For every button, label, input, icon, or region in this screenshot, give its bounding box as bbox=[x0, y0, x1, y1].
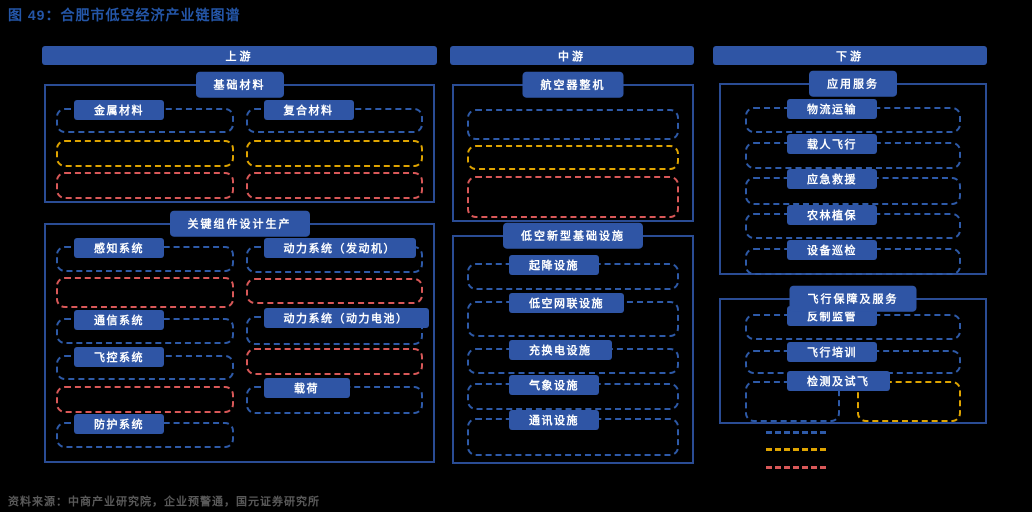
legend-yellow-dashed-line bbox=[766, 448, 826, 451]
basic-materials-title: 基础材料 bbox=[195, 71, 284, 98]
takeoff-landing-facility-label: 起降设施 bbox=[509, 255, 599, 275]
figure-title: 图 49：合肥市低空经济产业链图谱 bbox=[8, 7, 241, 23]
emergency-rescue-box: 应急救援 bbox=[745, 169, 961, 205]
logistics-transport-label: 物流运输 bbox=[787, 99, 877, 119]
composite-materials-label: 复合材料 bbox=[263, 100, 354, 120]
equipment-inspection-label: 设备巡检 bbox=[787, 240, 877, 260]
complete-aircraft-title: 航空器整机 bbox=[522, 71, 624, 98]
aircraft-red-box bbox=[467, 176, 679, 218]
communication-facility-label: 通讯设施 bbox=[509, 410, 599, 430]
metal-materials-yellow-box bbox=[56, 140, 234, 167]
power-system-battery-label: 动力系统（动力电池） bbox=[263, 308, 429, 328]
weather-facility-box: 气象设施 bbox=[467, 375, 679, 410]
counter-regulation-box: 反制监管 bbox=[745, 306, 961, 340]
flight-support-title: 飞行保障及服务 bbox=[789, 285, 917, 312]
section-flight-support: 飞行保障及服务 反制监管 飞行培训 检测及试飞 bbox=[719, 285, 987, 424]
power-system-battery-box: 动力系统（动力电池） bbox=[245, 308, 429, 345]
communication-system-label: 通信系统 bbox=[74, 310, 164, 330]
flight-training-label: 飞行培训 bbox=[787, 342, 877, 362]
metal-materials-red-box bbox=[56, 172, 234, 199]
payload-label: 载荷 bbox=[263, 378, 350, 398]
legend-red-dashed-line bbox=[766, 466, 826, 469]
section-application-services: 应用服务 物流运输 载人飞行 应急救援 农林植保 设备巡检 bbox=[719, 70, 987, 275]
sensing-system-label: 感知系统 bbox=[74, 238, 164, 258]
flight-control-system-box: 飞控系统 bbox=[56, 347, 234, 380]
metal-materials-label: 金属材料 bbox=[74, 100, 164, 120]
network-facility-label: 低空网联设施 bbox=[509, 293, 624, 313]
midstream-header-bar: 中游 bbox=[450, 46, 694, 65]
downstream-header-bar: 下游 bbox=[713, 46, 987, 65]
metal-materials-blue-box: 金属材料 bbox=[56, 100, 234, 133]
testing-yellow-box bbox=[857, 381, 961, 422]
testing-test-flight-row: 检测及试飞 bbox=[745, 371, 961, 422]
takeoff-landing-facility-box: 起降设施 bbox=[467, 255, 679, 290]
section-new-infrastructure: 低空新型基础设施 起降设施 低空网联设施 充换电设施 气象设施 通讯设施 bbox=[452, 222, 694, 464]
composite-materials-group: 复合材料 bbox=[245, 100, 423, 199]
flight-control-system-label: 飞控系统 bbox=[74, 347, 164, 367]
aircraft-blue-box bbox=[467, 109, 679, 140]
section-basic-materials: 基础材料 金属材料 复合材料 bbox=[44, 71, 435, 203]
power-system-battery-red-box bbox=[245, 348, 423, 375]
power-system-engine-box: 动力系统（发动机） bbox=[245, 238, 423, 273]
logistics-transport-box: 物流运输 bbox=[745, 99, 961, 133]
legend-blue-dashed-line bbox=[766, 431, 826, 434]
protection-system-label: 防护系统 bbox=[74, 414, 164, 434]
key-components-title: 关键组件设计生产 bbox=[169, 210, 310, 237]
communication-facility-box: 通讯设施 bbox=[467, 410, 679, 456]
composite-materials-blue-box: 复合材料 bbox=[245, 100, 423, 133]
agriculture-forestry-box: 农林植保 bbox=[745, 205, 961, 239]
composite-materials-red-box bbox=[245, 172, 423, 199]
power-system-engine-red-box bbox=[245, 278, 423, 304]
components-left-column: 感知系统 通信系统 飞控系统 防护系统 bbox=[56, 238, 234, 448]
application-services-title: 应用服务 bbox=[809, 70, 897, 97]
metal-materials-group: 金属材料 bbox=[56, 100, 234, 199]
emergency-rescue-label: 应急救援 bbox=[787, 169, 877, 189]
manned-flight-box: 载人飞行 bbox=[745, 134, 961, 169]
power-system-engine-label: 动力系统（发动机） bbox=[263, 238, 416, 258]
weather-facility-label: 气象设施 bbox=[509, 375, 599, 395]
charging-facility-label: 充换电设施 bbox=[509, 340, 612, 360]
network-facility-box: 低空网联设施 bbox=[467, 293, 679, 337]
communication-system-box: 通信系统 bbox=[56, 310, 234, 344]
sensing-system-box: 感知系统 bbox=[56, 238, 234, 272]
manned-flight-label: 载人飞行 bbox=[787, 134, 877, 154]
equipment-inspection-box: 设备巡检 bbox=[745, 240, 961, 275]
sensing-system-red-box bbox=[56, 277, 234, 308]
source-note: 资料来源：中商产业研究院，企业预警通，国元证券研究所 bbox=[8, 496, 320, 508]
composite-materials-yellow-box bbox=[245, 140, 423, 167]
flight-control-red-box bbox=[56, 386, 234, 413]
charging-facility-box: 充换电设施 bbox=[467, 340, 679, 374]
payload-box: 载荷 bbox=[245, 378, 423, 414]
new-infrastructure-title: 低空新型基础设施 bbox=[503, 222, 643, 249]
protection-system-box: 防护系统 bbox=[56, 414, 234, 448]
testing-test-flight-label: 检测及试飞 bbox=[787, 371, 890, 391]
section-complete-aircraft: 航空器整机 bbox=[452, 71, 694, 222]
section-key-components: 关键组件设计生产 感知系统 通信系统 飞控系统 防护系统 bbox=[44, 210, 435, 463]
components-right-column: 动力系统（发动机） 动力系统（动力电池） 载荷 bbox=[245, 238, 429, 448]
aircraft-yellow-box bbox=[467, 145, 679, 170]
agriculture-forestry-label: 农林植保 bbox=[787, 205, 877, 225]
upstream-header-bar: 上游 bbox=[42, 46, 437, 65]
